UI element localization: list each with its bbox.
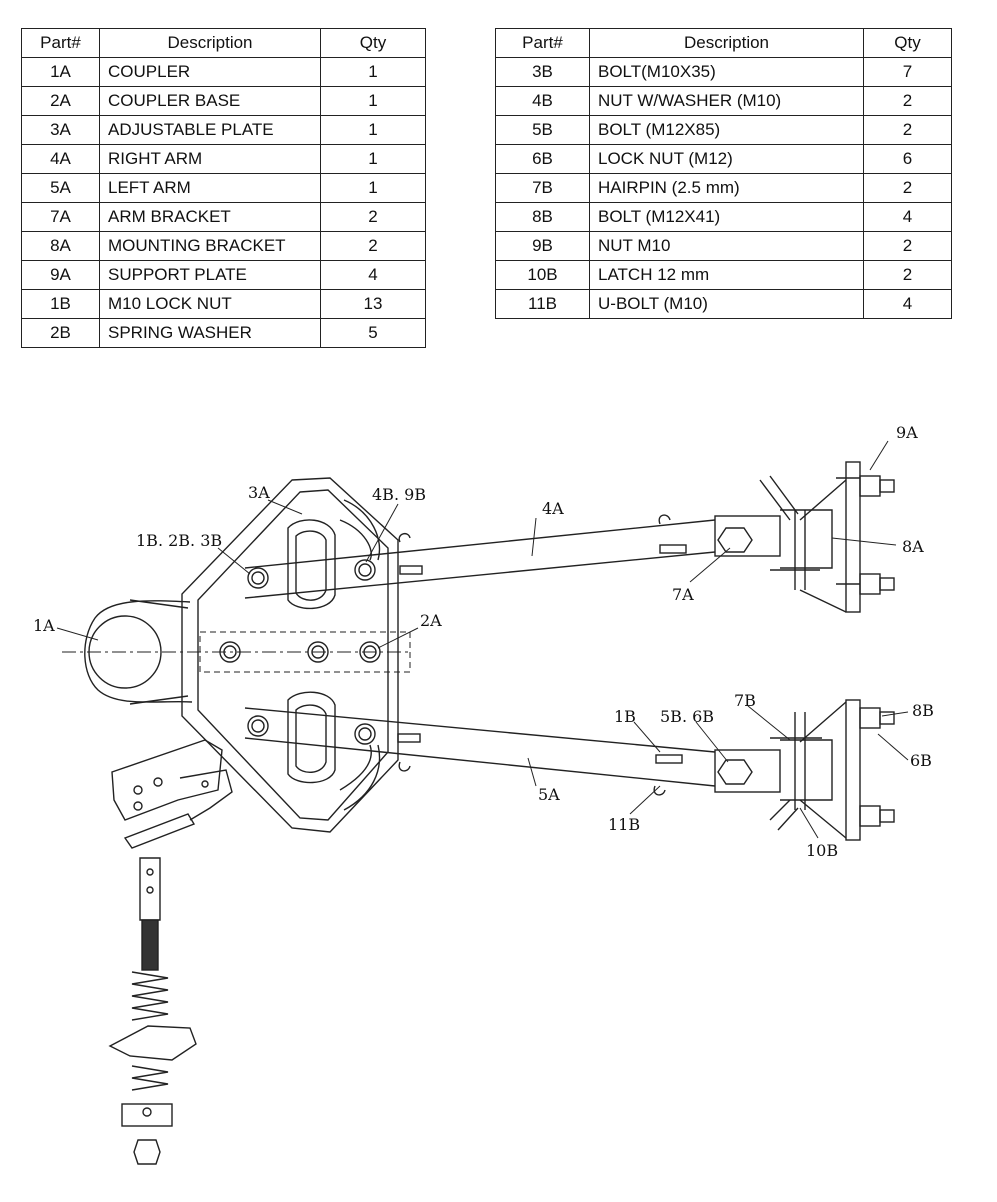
description-cell: U-BOLT (M10) [589, 289, 864, 319]
part-number-cell: 10B [495, 260, 590, 290]
table-header-row: Part# Description Qty [21, 28, 426, 58]
part-number-cell: 2B [21, 318, 100, 348]
table-header-row: Part# Description Qty [495, 28, 952, 58]
part-number-cell: 7A [21, 202, 100, 232]
callout-5B-6B: 5B. 6B [660, 707, 714, 726]
qty-cell: 4 [863, 289, 952, 319]
left-arm-part [244, 707, 716, 796]
callout-7B: 7B [734, 691, 756, 710]
arm-bracket-bottom [714, 712, 833, 831]
adjustable-plate-part [181, 477, 399, 833]
coupler-base-part [199, 631, 411, 673]
arm-bracket-top [714, 475, 833, 590]
callout-8B: 8B [912, 701, 934, 720]
description-cell: LEFT ARM [99, 173, 321, 203]
description-cell: COUPLER [99, 57, 321, 87]
part-number-cell: 2A [21, 86, 100, 116]
qty-cell: 13 [320, 289, 426, 319]
right-arm-part [244, 514, 716, 599]
callout-11B: 11B [608, 815, 640, 834]
description-cell: NUT W/WASHER (M10) [589, 86, 864, 116]
description-cell: BOLT (M12X85) [589, 115, 864, 145]
qty-cell: 6 [863, 144, 952, 174]
description-cell: BOLT(M10X35) [589, 57, 864, 87]
qty-cell: 2 [863, 115, 952, 145]
callout-1A: 1A [33, 616, 55, 635]
part-number-cell: 5B [495, 115, 590, 145]
qty-cell: 4 [320, 260, 426, 290]
callout-4B-9B: 4B. 9B [372, 485, 426, 504]
part-number-cell: 1B [21, 289, 100, 319]
qty-cell: 1 [320, 57, 426, 87]
qty-cell: 4 [863, 202, 952, 232]
part-number-cell: 6B [495, 144, 590, 174]
part-number-cell: 4A [21, 144, 100, 174]
qty-cell: 2 [863, 231, 952, 261]
latch-assembly [108, 739, 233, 1165]
description-cell: MOUNTING BRACKET [99, 231, 321, 261]
part-number-cell: 9A [21, 260, 100, 290]
qty-cell: 2 [320, 202, 426, 232]
qty-cell: 2 [320, 231, 426, 261]
mounting-bracket-top [799, 461, 895, 613]
col-header-description: Description [99, 28, 321, 58]
callout-1B-2B-3B: 1B. 2B. 3B [136, 531, 222, 550]
callout-10B: 10B [806, 841, 838, 860]
plate-bolts [219, 559, 381, 745]
part-number-cell: 8A [21, 231, 100, 261]
callout-8A: 8A [902, 537, 924, 556]
col-header-part: Part# [21, 28, 100, 58]
description-cell: M10 LOCK NUT [99, 289, 321, 319]
col-header-description: Description [589, 28, 864, 58]
part-number-cell: 7B [495, 173, 590, 203]
part-number-cell: 8B [495, 202, 590, 232]
qty-cell: 2 [863, 173, 952, 203]
callout-5A: 5A [538, 785, 560, 804]
mounting-bracket-bottom [799, 699, 895, 841]
callout-2A: 2A [420, 611, 442, 630]
callout-7A: 7A [672, 585, 694, 604]
callout-9A: 9A [896, 423, 918, 442]
description-cell: COUPLER BASE [99, 86, 321, 116]
description-cell: LATCH 12 mm [589, 260, 864, 290]
qty-cell: 5 [320, 318, 426, 348]
part-number-cell: 11B [495, 289, 590, 319]
description-cell: SUPPORT PLATE [99, 260, 321, 290]
callout-3A: 3A [248, 483, 270, 502]
coupler-part [84, 599, 193, 705]
callout-6B: 6B [910, 751, 932, 770]
description-cell: ADJUSTABLE PLATE [99, 115, 321, 145]
callout-1B: 1B [614, 707, 636, 726]
part-number-cell: 5A [21, 173, 100, 203]
callout-labels: 9A 3A 4B. 9B 4A 1B. 2B. 3B 8A 7A 1A 2A 7… [33, 423, 934, 860]
qty-cell: 2 [863, 86, 952, 116]
description-cell: SPRING WASHER [99, 318, 321, 348]
qty-cell: 1 [320, 144, 426, 174]
leader-lines [56, 440, 909, 839]
part-number-cell: 1A [21, 57, 100, 87]
callout-4A: 4A [542, 499, 564, 518]
description-cell: BOLT (M12X41) [589, 202, 864, 232]
